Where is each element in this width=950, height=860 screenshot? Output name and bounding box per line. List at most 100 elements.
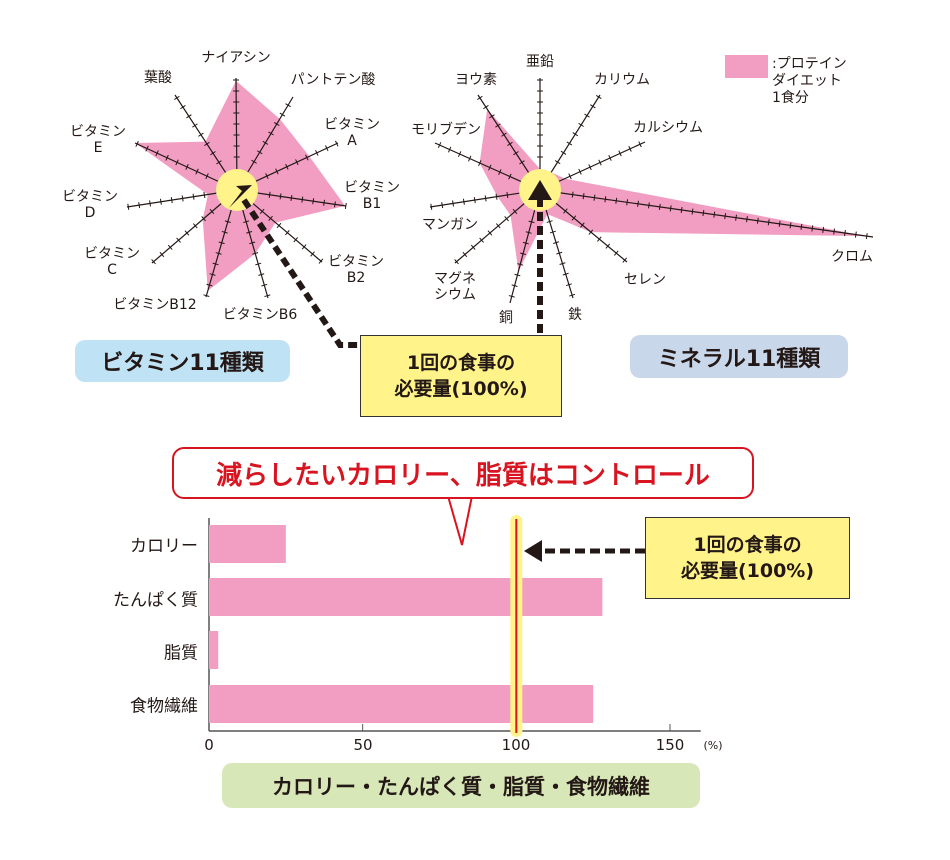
radar-tick — [613, 250, 619, 256]
axis-label: ナイアシン — [201, 50, 271, 66]
radar-tick — [833, 228, 835, 235]
radar-tick — [159, 198, 162, 205]
radar-tick — [285, 163, 289, 170]
radar-tick — [135, 141, 139, 147]
radar-tick — [559, 262, 566, 265]
radar-tick — [430, 203, 433, 210]
requirement-circle — [216, 169, 258, 211]
radar-tick — [192, 123, 198, 128]
radar-tick — [638, 141, 642, 148]
radar-tick — [212, 262, 219, 266]
x-tick: 150 — [655, 736, 685, 754]
radar-tick — [560, 150, 567, 155]
radar-tick — [441, 202, 444, 209]
radar-tick — [767, 219, 770, 226]
radar-tick — [276, 222, 282, 229]
radar-tick — [746, 216, 748, 223]
bar-label: 脂質 — [164, 643, 198, 664]
radar-tick — [477, 95, 483, 100]
radar-tick — [457, 151, 462, 157]
radar-tick — [268, 191, 271, 198]
radar-tick — [323, 199, 325, 206]
radar-tick — [437, 142, 442, 149]
radar-tick — [735, 214, 737, 221]
radar-tick — [598, 159, 602, 166]
vitamin-title: ビタミン11種類 — [75, 340, 290, 382]
radar-tick — [310, 251, 315, 257]
radar-tick — [209, 273, 216, 276]
radar-axis — [539, 189, 874, 238]
radar-tick — [470, 244, 476, 250]
axis-label: ビタミン B2 — [328, 254, 384, 286]
radar-tick — [251, 159, 257, 164]
axis-label: ビタミンB12 — [113, 297, 197, 313]
radar-tick — [800, 223, 803, 230]
radar-tick — [258, 273, 265, 276]
radar-tick — [305, 154, 309, 161]
axis-label: 葉酸 — [144, 70, 172, 86]
radar-tick — [335, 140, 339, 147]
radar-tick — [563, 208, 568, 214]
radar-tick — [618, 150, 622, 157]
radar-tick — [203, 191, 206, 199]
radar-tick — [865, 233, 868, 240]
radar-tick — [483, 105, 489, 110]
radar-tick — [204, 141, 210, 146]
radar-tick — [301, 196, 304, 203]
radar-tick — [484, 195, 487, 202]
radar-tick — [454, 259, 459, 265]
radar-tick — [176, 237, 181, 243]
radar-tick — [221, 230, 228, 234]
radar-tick — [195, 168, 199, 175]
radar-tick — [279, 112, 286, 117]
bar — [209, 631, 219, 669]
radar-tick — [546, 220, 553, 223]
radar-tick — [243, 220, 250, 224]
radar-tick — [519, 160, 525, 165]
radar-tick — [312, 198, 315, 205]
axis-label: ビタミン D — [62, 189, 118, 221]
bar-label: カロリー — [130, 536, 198, 557]
radar-tick — [514, 273, 521, 277]
radar-tick — [216, 160, 222, 165]
radar-tick — [506, 191, 509, 199]
bar-chart-title: カロリー・たんぱく質・脂質・食物繊維 — [222, 763, 700, 808]
arrow-icon — [528, 180, 552, 200]
radar-tick — [201, 216, 206, 222]
radar-tick — [325, 145, 329, 152]
radar-tick — [285, 103, 291, 108]
radar-tick — [210, 151, 216, 156]
radar-tick — [315, 149, 319, 156]
radar-tick — [273, 122, 280, 127]
radar-tick — [318, 258, 324, 264]
radar-tick — [151, 259, 156, 265]
radar-tick — [578, 122, 584, 127]
radar-tick — [344, 202, 347, 210]
arrow-icon — [524, 540, 542, 562]
radar-tick — [504, 216, 509, 222]
radar-tick — [580, 222, 585, 228]
radar-tick — [259, 208, 265, 214]
radar-tick — [215, 252, 222, 255]
radar-tick — [578, 168, 582, 175]
radar-tick — [155, 150, 159, 157]
radar-tick — [565, 283, 572, 287]
radar-tick — [525, 231, 532, 234]
radar-tick — [206, 283, 213, 287]
radar-tick — [268, 215, 273, 222]
bar — [209, 685, 594, 723]
radar-tick — [198, 132, 204, 137]
radar-tick — [334, 201, 336, 208]
callout-line2: 必要量(100%) — [680, 560, 815, 582]
x-tick: 50 — [353, 736, 373, 754]
axis-label: 銅 — [499, 310, 513, 326]
radar-tick — [511, 284, 518, 287]
axis-label: ビタミンB6 — [222, 307, 298, 323]
radar-tick — [608, 155, 612, 161]
callout-line2: 必要量(100%) — [394, 378, 528, 400]
radar-tick — [680, 206, 683, 214]
requirement-callout-top: 1回の食事の 必要量(100%) — [360, 335, 562, 417]
radar-tick — [262, 140, 269, 145]
radar-tick — [167, 244, 173, 250]
